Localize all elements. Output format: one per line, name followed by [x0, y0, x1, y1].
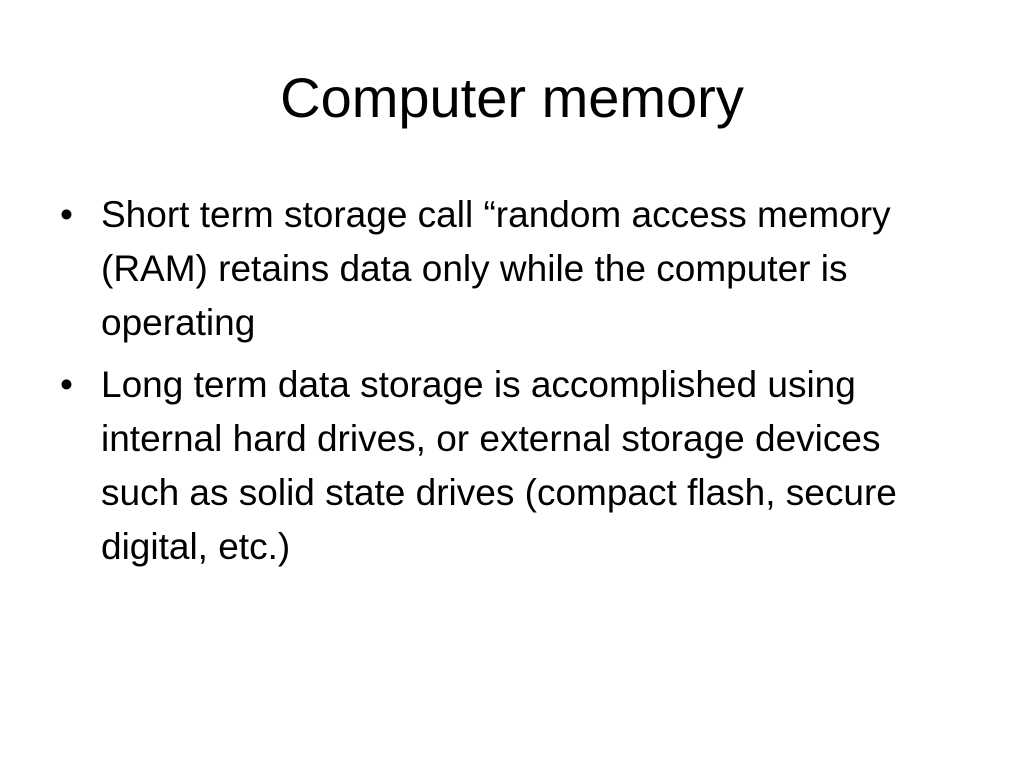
bullet-list: • Short term storage call “random access… [60, 188, 960, 582]
bullet-text: Long term data storage is accomplished u… [101, 364, 897, 567]
bullet-item-long-term-storage: • Long term data storage is accomplished… [60, 358, 960, 574]
bullet-item-ram: • Short term storage call “random access… [60, 188, 960, 350]
bullet-text: Short term storage call “random access m… [101, 194, 891, 343]
bullet-icon: • [60, 364, 73, 405]
bullet-icon: • [60, 194, 73, 235]
slide-title: Computer memory [280, 66, 744, 129]
